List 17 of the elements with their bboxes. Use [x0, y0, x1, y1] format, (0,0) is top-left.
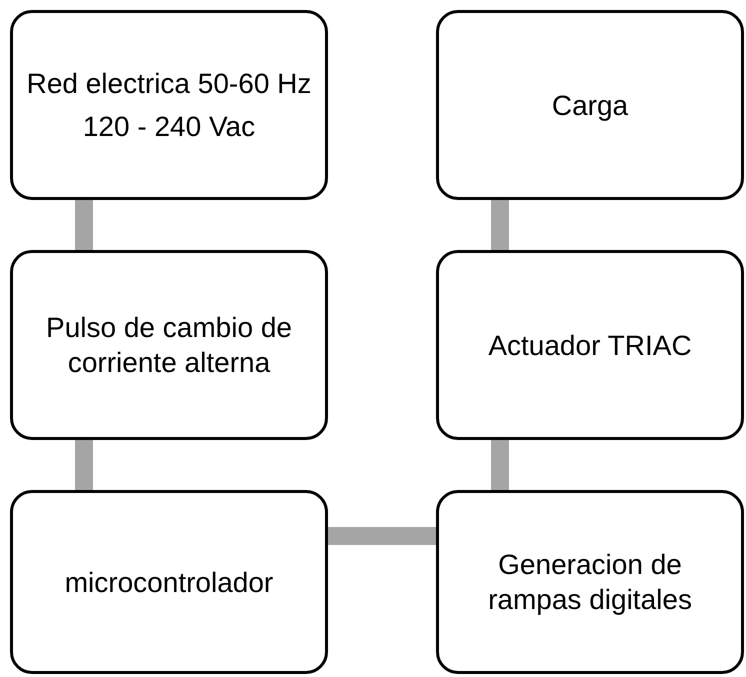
process-box: [10, 250, 328, 440]
box-label: Red electrica 50-60 Hz: [26, 67, 312, 101]
process-box: [10, 490, 328, 674]
box-label: Carga: [552, 88, 628, 122]
process-box: [10, 10, 328, 200]
connector-bar: [75, 200, 93, 250]
process-box: [436, 490, 744, 674]
box-label: Pulso de cambio de corriente alterna: [45, 311, 293, 380]
process-box: [436, 10, 744, 200]
connector-bar: [328, 527, 436, 545]
connector-bar: [491, 440, 509, 490]
box-label: microcontrolador: [64, 566, 274, 600]
process-box: [436, 250, 744, 440]
box-label: Actuador TRIAC: [488, 328, 692, 362]
box-label: Generacion de rampas digitales: [487, 548, 693, 617]
box-label: 120 - 240 Vac: [82, 110, 256, 144]
connector-bar: [75, 440, 93, 490]
